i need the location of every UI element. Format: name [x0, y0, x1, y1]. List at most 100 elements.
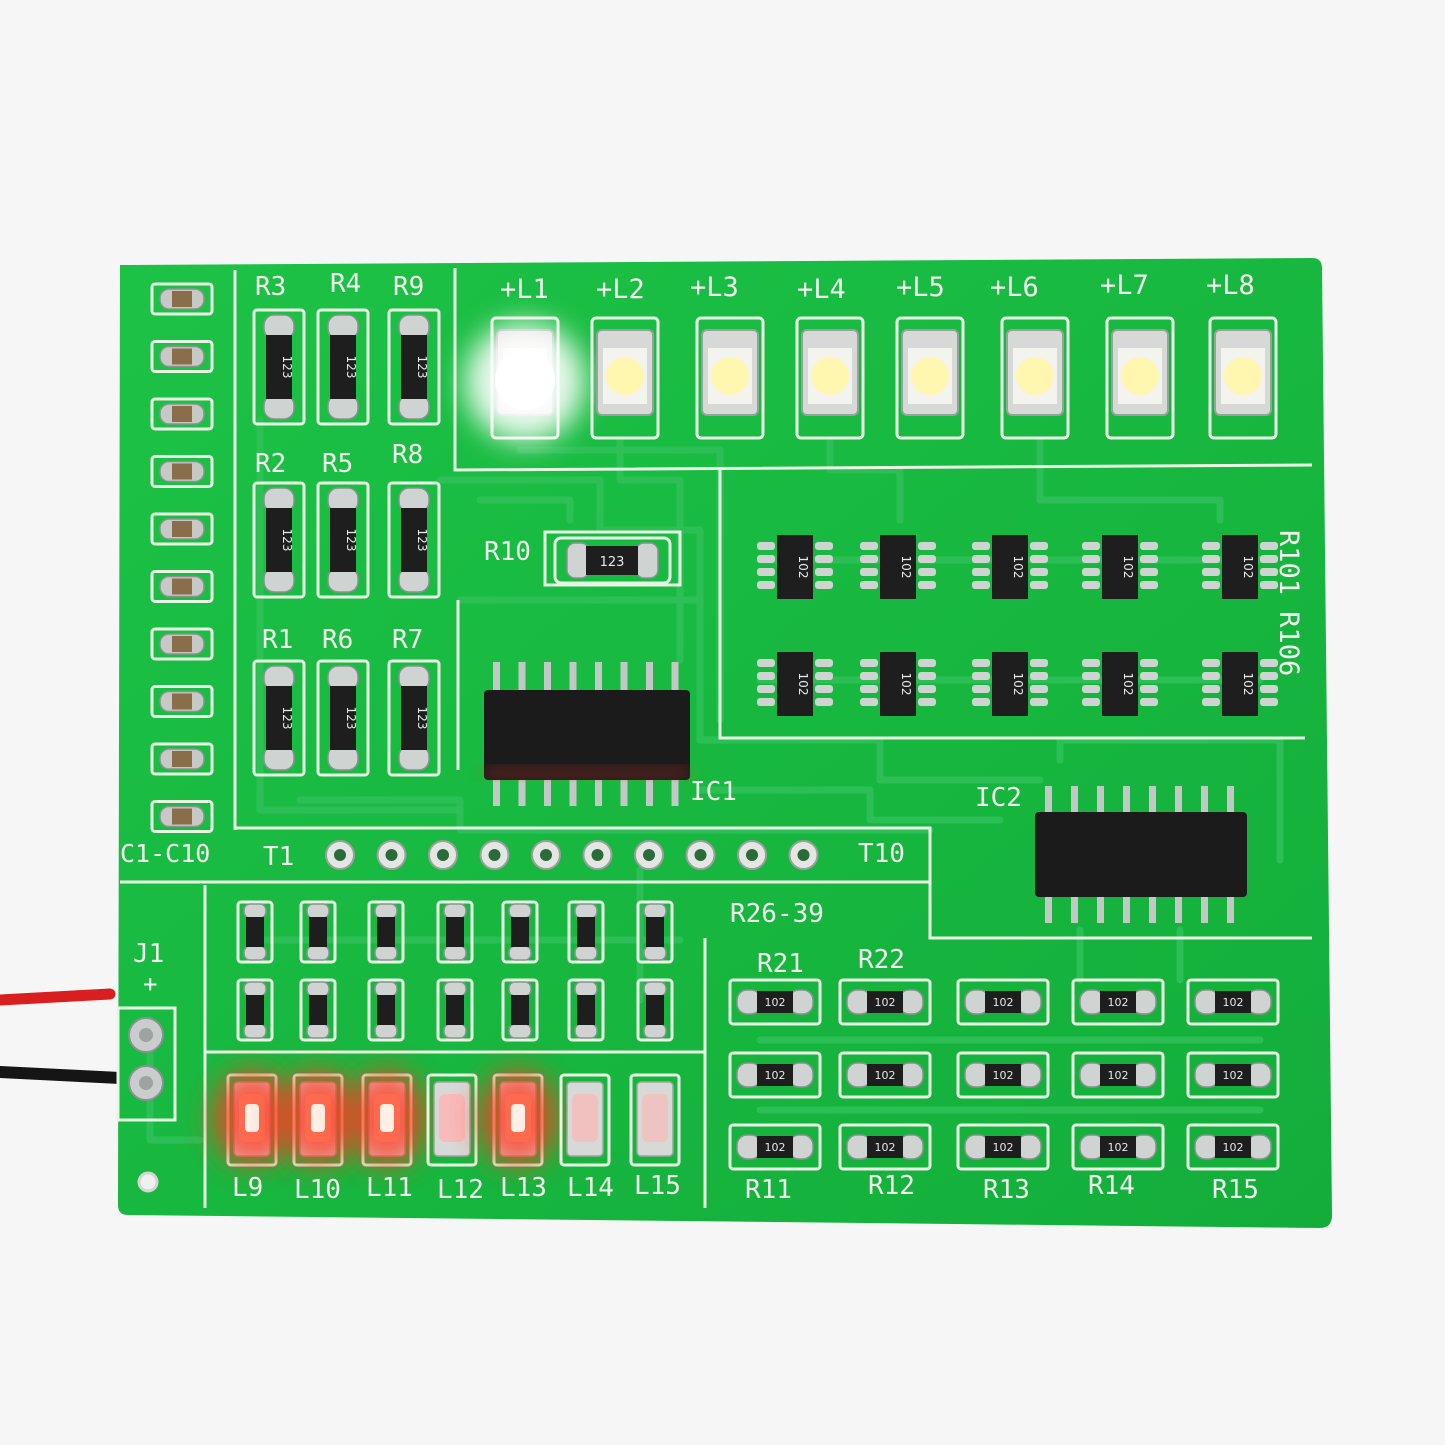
- capacitor-2: [150, 340, 214, 373]
- label-t1: T1: [263, 842, 294, 872]
- resistor-code: 102: [1108, 1141, 1129, 1154]
- resistor-top-7: 123: [252, 659, 306, 777]
- resistor-top-3: 123: [387, 308, 441, 426]
- resistor-array-5: 102: [1202, 535, 1278, 599]
- red-led-l9: [212, 1070, 292, 1167]
- resistor-top-4: 123: [252, 481, 306, 599]
- resistor-r10: 123: [553, 536, 672, 585]
- white-led-l1: [465, 316, 585, 442]
- resistor-code: 102: [875, 1069, 896, 1082]
- array-code: 102: [796, 673, 810, 696]
- resistor-code: 102: [875, 1141, 896, 1154]
- label-r6: R6: [322, 625, 353, 655]
- white-led-l8: [1208, 316, 1278, 440]
- capacitor-4: [150, 455, 214, 488]
- white-led-l3: [695, 316, 765, 440]
- resistor-br-12: 102: [838, 1123, 932, 1171]
- led-resistor-3: [367, 900, 405, 964]
- resistor-top-1: 123: [252, 308, 306, 426]
- resistor-code: 102: [993, 1069, 1014, 1082]
- label-l11: L11: [366, 1173, 413, 1203]
- resistor-code: 123: [344, 707, 358, 730]
- resistor-br-8: 102: [956, 1051, 1050, 1099]
- resistor-array-7: 102: [860, 652, 936, 716]
- led-resistor-7: [636, 900, 674, 964]
- led-resistor-13: [567, 978, 605, 1042]
- capacitor-1: [150, 282, 214, 316]
- silkscreen-labels: R3 R4 R9 R2 R5 R8 R1 R6 R7 R10 +L1 +L2 +…: [120, 269, 1304, 1205]
- capacitor-8: [150, 685, 214, 718]
- mounting-hole: [137, 1171, 159, 1193]
- red-led-l11: [347, 1070, 427, 1167]
- label-r22: R22: [858, 945, 905, 975]
- white-led-row: [465, 316, 1278, 442]
- capacitor-10: [150, 800, 214, 833]
- led-resistor-8: [236, 978, 274, 1042]
- resistor-code: 102: [993, 996, 1014, 1009]
- array-code: 102: [1241, 673, 1255, 696]
- silkscreen-outlines: [120, 268, 1313, 1208]
- resistor-array-6: 102: [757, 652, 833, 716]
- power-wires: [0, 988, 126, 1084]
- test-points: [325, 840, 819, 870]
- label-t10: T10: [858, 839, 905, 869]
- capacitor-7: [150, 627, 214, 661]
- resistor-top-8: 123: [316, 659, 370, 777]
- label-l15: L15: [634, 1171, 681, 1201]
- led-resistor-grid: [236, 900, 674, 1042]
- resistor-array-1: 102: [757, 535, 833, 599]
- red-led-l13: [478, 1070, 558, 1167]
- resistor-array-3: 102: [972, 535, 1048, 599]
- resistor-br-2: 102: [838, 978, 932, 1026]
- white-led-l4: [795, 316, 865, 440]
- resistor-code: 102: [765, 1069, 786, 1082]
- label-r7: R7: [392, 625, 423, 655]
- capacitor-column: [150, 282, 214, 833]
- resistor-top-6: 123: [387, 481, 441, 599]
- resistor-code: 102: [765, 996, 786, 1009]
- led-resistor-6: [567, 900, 605, 964]
- resistor-br-10: 102: [1186, 1051, 1280, 1099]
- resistor-top-5: 123: [316, 481, 370, 599]
- resistor-top-2: 123: [316, 308, 370, 426]
- resistor-code: 102: [1108, 1069, 1129, 1082]
- led-resistor-9: [299, 978, 337, 1042]
- label-r13: R13: [983, 1175, 1030, 1205]
- label-r10: R10: [484, 537, 531, 567]
- resistor-code: 123: [415, 529, 429, 552]
- label-ic1: IC1: [690, 777, 737, 807]
- led-resistor-14: [636, 978, 674, 1042]
- array-code: 102: [1121, 673, 1135, 696]
- resistor-code: 123: [344, 356, 358, 379]
- label-r101-r106: R101 R106: [1273, 530, 1304, 676]
- connector-j1: [116, 1006, 177, 1122]
- label-l13: L13: [500, 1173, 547, 1203]
- red-led-l12: [426, 1073, 478, 1167]
- label-l14: L14: [567, 1173, 614, 1203]
- capacitor-6: [150, 570, 214, 603]
- label-l8: +L8: [1206, 270, 1255, 301]
- resistor-code: 102: [993, 1141, 1014, 1154]
- label-l12: L12: [437, 1175, 484, 1205]
- resistor-br-11: 102: [728, 1123, 822, 1171]
- r10-code: 123: [600, 555, 625, 570]
- led-resistor-10: [367, 978, 405, 1042]
- resistor-code: 102: [1223, 1141, 1244, 1154]
- resistor-array-8: 102: [972, 652, 1048, 716]
- resistor-br-13: 102: [956, 1123, 1050, 1171]
- array-code: 102: [1011, 556, 1025, 579]
- array-code: 102: [1241, 556, 1255, 579]
- resistor-br-7: 102: [838, 1051, 932, 1099]
- resistor-br-15: 102: [1186, 1123, 1280, 1171]
- label-l10: L10: [294, 1175, 341, 1205]
- resistor-code: 123: [280, 356, 294, 379]
- ic2-chip: [1035, 786, 1247, 923]
- label-r2: R2: [255, 449, 286, 479]
- resistor-br-6: 102: [728, 1051, 822, 1099]
- resistor-code: 102: [1223, 1069, 1244, 1082]
- resistor-array-9: 102: [1082, 652, 1158, 716]
- resistor-br-3: 102: [956, 978, 1050, 1026]
- label-r9: R9: [393, 272, 424, 302]
